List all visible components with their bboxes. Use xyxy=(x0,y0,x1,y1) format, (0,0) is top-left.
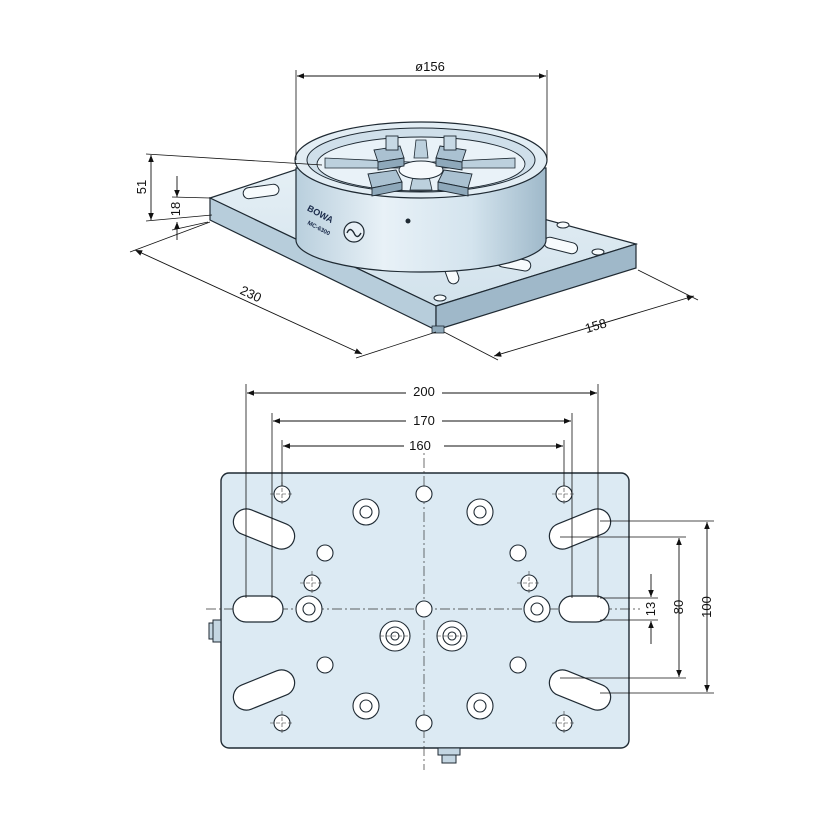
hole xyxy=(415,600,433,618)
counterbore-hole xyxy=(466,692,494,720)
counterbore-hole xyxy=(466,498,494,526)
hole xyxy=(509,544,527,562)
dim-51-ext-top xyxy=(145,153,323,166)
counterbore-hole xyxy=(352,692,380,720)
plan-view: 200 170 160 100 80 13 xyxy=(206,382,714,770)
dim-18-label: 18 xyxy=(168,202,183,216)
dim-170-label-bg xyxy=(406,410,442,426)
dim-158-ext-right xyxy=(637,269,699,301)
hole xyxy=(316,656,334,674)
counterbore-hole xyxy=(352,498,380,526)
dim-230-line xyxy=(134,249,363,355)
hole-right-2 xyxy=(591,248,605,256)
bottom-screw xyxy=(437,747,461,764)
slot-left-horizontal xyxy=(232,595,284,623)
dim-200-label-bg xyxy=(406,382,442,398)
center-bore xyxy=(398,160,444,180)
counterbore-hole xyxy=(523,595,551,623)
body-hole xyxy=(405,218,411,224)
plate-foot xyxy=(431,325,445,334)
dim-158-line xyxy=(493,295,695,357)
isometric-view: BOWA MC-6300 ø156 51 18 230 158 xyxy=(129,59,699,361)
hole xyxy=(415,485,433,503)
counterbore-hole xyxy=(295,595,323,623)
slot-bottom-left xyxy=(232,669,296,711)
plan-slots xyxy=(232,508,612,711)
dim-230-ext-right xyxy=(355,331,437,359)
brand-logo xyxy=(343,221,365,243)
dim-51-ext-bottom xyxy=(145,214,213,222)
slot-rear-left xyxy=(242,183,280,200)
dim-170-label: 170 xyxy=(413,413,435,428)
dim-diameter-label: ø156 xyxy=(415,59,445,74)
chuck-jaws xyxy=(367,135,473,197)
dim-158-ext-left xyxy=(443,331,499,361)
slot-top-left xyxy=(232,508,296,550)
dim-18-ext-top xyxy=(171,196,211,199)
base-plate-side-face xyxy=(435,243,637,331)
dim-200-label: 200 xyxy=(413,384,435,399)
dim-80-label: 80 xyxy=(671,600,686,614)
dim-230-label: 230 xyxy=(238,283,264,306)
dim-230-ext-left xyxy=(129,221,211,253)
dim-13-label: 13 xyxy=(643,602,658,616)
dim-158-label: 158 xyxy=(583,315,608,336)
dim-100-label: 100 xyxy=(699,596,714,618)
hole-right xyxy=(556,221,570,229)
hole xyxy=(415,714,433,732)
hole xyxy=(316,544,334,562)
dim-160-label: 160 xyxy=(409,438,431,453)
slot-right-horizontal xyxy=(558,595,610,623)
dim-51-label: 51 xyxy=(134,180,149,194)
slot-top-right xyxy=(548,508,612,550)
dim-160-label-bg xyxy=(404,436,444,452)
hole-front xyxy=(433,294,447,302)
hole xyxy=(509,656,527,674)
left-screw xyxy=(208,619,222,643)
